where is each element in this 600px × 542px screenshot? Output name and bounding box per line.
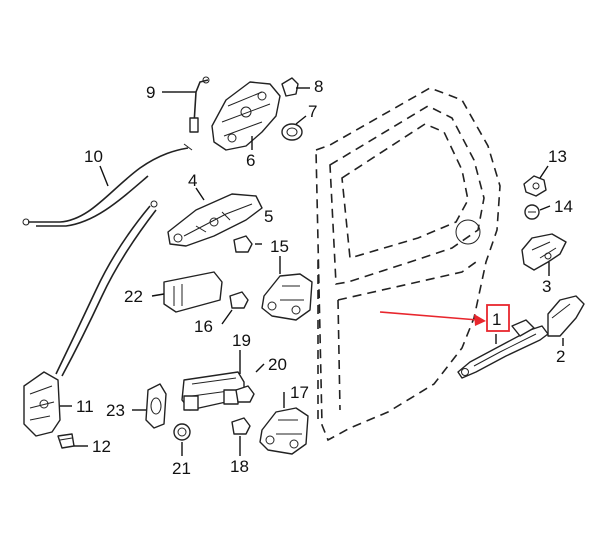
callout-7: 7 [308,102,317,121]
part-trim-pad [145,383,167,429]
part-handle-bracket [521,233,567,271]
part-hinge-lower [259,407,309,455]
door-outline [315,87,501,442]
callout-17: 17 [290,383,309,402]
highlight-pointer [379,304,510,332]
callout-11: 11 [76,397,94,416]
part-outside-handle [457,319,549,379]
callout-2: 2 [556,347,565,366]
callout-23: 23 [106,401,125,420]
callout-3: 3 [542,277,551,296]
callout-22: 22 [124,287,143,306]
part-bolt-5 [233,235,253,253]
part-latch-screw [57,433,75,449]
callout-4: 4 [188,171,197,190]
part-rod-link [176,76,210,133]
part-bolt-18 [231,417,251,435]
part-nut [173,423,191,441]
callout-21: 21 [172,459,191,478]
part-clip [523,175,547,197]
callout-18: 18 [230,457,249,476]
callout-5: 5 [264,207,273,226]
callout-20: 20 [268,355,287,374]
callout-1: 1 [492,310,501,329]
part-handle-cap [547,295,585,337]
callout-16: 16 [194,317,213,336]
part-bolt-16 [229,291,249,309]
part-latch [23,371,61,437]
part-handle-frame [167,193,263,247]
part-check-housing [163,271,223,313]
part-cable-upper [22,143,193,227]
callout-10: 10 [84,147,103,166]
part-hinge-upper [261,273,313,321]
part-lock-actuator [211,81,281,151]
part-cable-lower [55,200,158,377]
callout-6: 6 [246,151,255,170]
part-bolt-20 [235,385,255,403]
part-door-check [181,371,245,411]
callout-13: 13 [548,147,567,166]
callout-15: 15 [270,237,289,256]
callout-14: 14 [554,197,573,216]
part-screw-14 [524,204,540,220]
callout-labels: 1 2 3 4 5 6 7 8 9 10 11 12 13 14 15 16 1… [76,77,573,478]
highlight-box [486,304,510,332]
leader-lines [60,87,564,456]
callout-19: 19 [232,331,251,350]
callout-8: 8 [314,77,323,96]
part-grommet [281,123,303,141]
callout-9: 9 [146,83,155,102]
callout-12: 12 [92,437,111,456]
part-bolt-8 [281,77,299,97]
